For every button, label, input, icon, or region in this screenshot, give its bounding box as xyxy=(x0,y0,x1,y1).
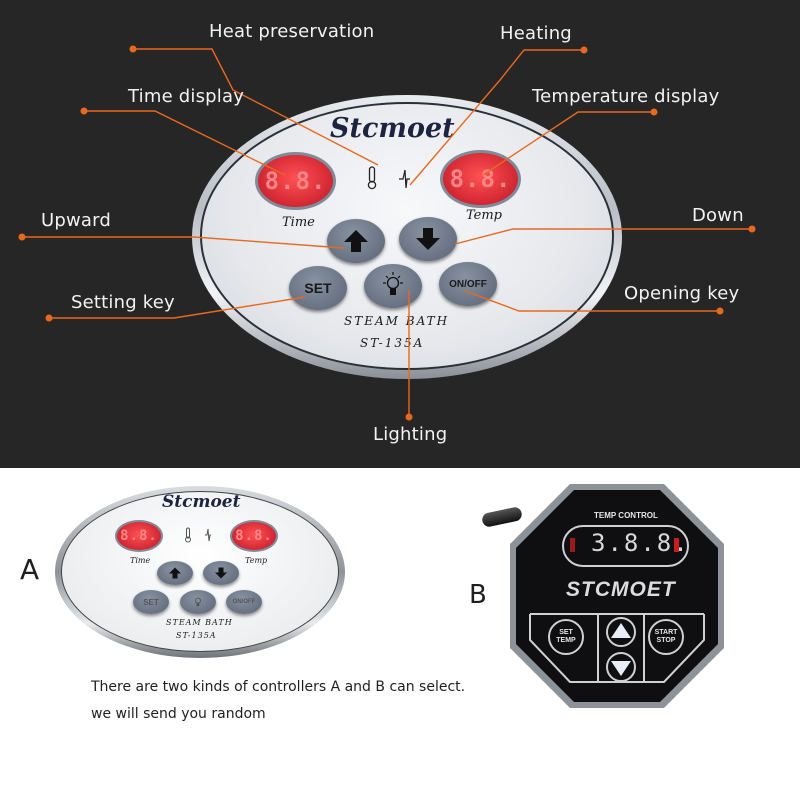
arrow-down-icon xyxy=(611,661,631,676)
light-bulb-icon xyxy=(383,272,403,295)
model-line-2: ST-135A xyxy=(360,336,425,350)
up-button[interactable] xyxy=(327,219,385,263)
brand-logo: Stcmoet xyxy=(330,113,455,144)
controller-b-brand: STCMOET xyxy=(566,578,676,601)
arrow-down-icon xyxy=(215,567,227,579)
callout-lines xyxy=(18,45,756,421)
callout-opening-key: Opening key xyxy=(624,283,740,304)
start-stop-button[interactable]: START STOP xyxy=(649,620,683,654)
note-line-1: There are two kinds of controllers A and… xyxy=(91,679,466,695)
section-b-letter: B xyxy=(469,580,487,610)
callout-lighting: Lighting xyxy=(373,424,448,445)
set-button[interactable]: SET xyxy=(289,266,347,310)
callout-upward: Upward xyxy=(41,210,112,231)
section-a-up-button[interactable] xyxy=(157,561,193,585)
set-temp-button[interactable]: SET TEMP xyxy=(549,620,583,654)
section-a-thermometer-icon xyxy=(185,527,191,543)
model-line-1: STEAM BATH xyxy=(344,314,450,328)
time-display: 8.8. xyxy=(255,152,336,210)
arrow-up-icon xyxy=(169,567,181,579)
section-a-temp-label: Temp xyxy=(245,556,268,565)
section-a-onoff-button[interactable]: ON/OFF xyxy=(226,590,262,614)
section-a-brand: Stcmoet xyxy=(162,492,241,512)
controller-a-small-face xyxy=(61,491,339,652)
controller-b-header: TEMP CONTROL xyxy=(594,511,658,520)
section-a-time-label: Time xyxy=(130,556,151,565)
callout-heating: Heating xyxy=(500,23,572,44)
start-stop-line-2: STOP xyxy=(656,637,676,644)
section-a-model-line-2: ST-135A xyxy=(176,631,217,640)
annotated-diagram-panel: Stcmoet 8.8. 8.8. Time Temp SET ON/OFF S… xyxy=(0,0,800,468)
thermometer-icon xyxy=(367,166,377,190)
heating-icon xyxy=(399,169,410,189)
section-a-down-button[interactable] xyxy=(203,561,239,585)
set-temp-line-2: TEMP xyxy=(556,637,576,644)
arrow-down-icon xyxy=(416,228,440,250)
lighting-button[interactable] xyxy=(364,264,422,308)
start-stop-line-1: START xyxy=(654,629,678,636)
callout-time-display: Time display xyxy=(128,86,245,107)
arrow-up-icon xyxy=(344,230,368,252)
set-temp-line-1: SET xyxy=(559,629,573,636)
light-bulb-icon xyxy=(195,597,201,607)
section-a-heating-icon xyxy=(205,528,211,542)
callout-down: Down xyxy=(692,205,744,226)
callout-setting-key: Setting key xyxy=(71,292,175,313)
temp-label: Temp xyxy=(466,208,503,223)
controller-b-down-button[interactable] xyxy=(607,653,635,681)
callout-temperature-display: Temperature display xyxy=(532,86,720,107)
section-a-lighting-button[interactable] xyxy=(180,590,216,614)
down-button[interactable] xyxy=(399,217,457,261)
section-a-temp-display: 8.8. xyxy=(230,520,278,552)
temperature-display: 8.8. xyxy=(440,150,521,208)
arrow-up-icon xyxy=(611,623,631,638)
controller-b-up-button[interactable] xyxy=(607,618,635,646)
section-a-model-line-1: STEAM BATH xyxy=(166,618,233,627)
callout-heat-preservation: Heat preservation xyxy=(209,21,375,42)
controller-b-body xyxy=(510,484,724,708)
time-label: Time xyxy=(282,215,315,230)
section-a-set-button[interactable]: SET xyxy=(133,590,169,614)
note-line-2: we will send you random xyxy=(91,706,266,722)
section-a-letter: A xyxy=(20,553,40,586)
section-a-time-display: 8.8. xyxy=(115,520,163,552)
controller-b-display: 3.8.8. xyxy=(591,529,690,557)
